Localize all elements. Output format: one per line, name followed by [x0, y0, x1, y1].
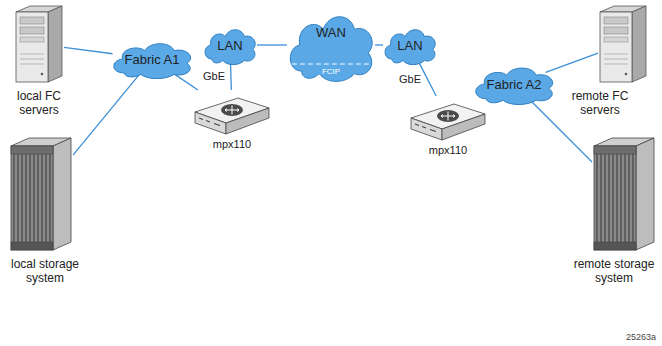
port-line: [206, 121, 210, 123]
network-link: [73, 75, 139, 155]
port-line: [214, 124, 220, 126]
drive-bay: [604, 17, 628, 24]
emblem-arrows: [441, 112, 455, 121]
port-line: [415, 124, 419, 126]
drive-bay: [20, 17, 44, 24]
server-side: [632, 6, 646, 82]
server-side: [48, 6, 62, 82]
network-link: [230, 62, 232, 90]
router-node: mpx110: [192, 88, 272, 156]
network-link: [64, 47, 113, 53]
switch-icon: [410, 96, 486, 142]
switch-picture: [410, 96, 486, 142]
rack-base: [11, 242, 53, 250]
device-label: remote storage system: [572, 258, 656, 286]
vent-line: [20, 54, 44, 55]
network-link: [375, 44, 383, 45]
network-link: [546, 53, 598, 72]
network-link: [174, 74, 198, 90]
power-led: [41, 73, 44, 76]
wan-cloud: WAN FCIP: [282, 6, 380, 84]
fabric-cloud: Fabric A2: [468, 62, 560, 106]
vent-line: [20, 59, 44, 60]
storage-picture: [592, 136, 656, 252]
device-label: local storage system: [3, 258, 87, 286]
cloud-label: Fabric A1: [106, 53, 198, 68]
cloud-label: WAN: [282, 26, 380, 41]
device-label: mpx110: [408, 144, 488, 157]
server-front: [600, 12, 632, 82]
link-label: GbE: [398, 73, 422, 85]
storage-icon: [592, 136, 656, 252]
drive-bay: [20, 37, 44, 42]
server-node: local FC servers: [4, 2, 74, 124]
drive-bay: [20, 27, 44, 34]
cloud-label: Fabric A2: [468, 78, 560, 93]
figure-number: 25263a: [626, 332, 656, 342]
storage-node: remote storage system: [570, 136, 658, 304]
cloud-label: FCIP: [282, 67, 380, 76]
rack-front: [11, 146, 53, 250]
network-link: [257, 44, 287, 45]
rack-panel: [11, 146, 53, 154]
vent-line: [604, 59, 628, 60]
rack-panel: [594, 146, 636, 154]
server-icon: [14, 4, 64, 84]
port-line: [422, 127, 426, 129]
server-front: [16, 12, 48, 82]
rack-front: [594, 146, 636, 250]
switch-front: [411, 118, 442, 140]
router-emblem: [437, 110, 459, 122]
vent-line: [20, 64, 44, 65]
device-label: local FC servers: [4, 90, 74, 118]
drive-bay: [604, 37, 628, 42]
storage-icon: [9, 136, 73, 252]
server-picture: [14, 4, 64, 84]
port-line: [430, 130, 436, 132]
server-icon: [598, 4, 648, 84]
device-label: remote FC servers: [562, 90, 638, 118]
rack-base: [594, 242, 636, 250]
lan-cloud: LAN: [200, 24, 260, 66]
router-emblem: [221, 104, 243, 116]
rack-side: [53, 138, 71, 250]
switch-icon: [194, 90, 270, 136]
power-led: [625, 73, 628, 76]
lan-cloud: LAN: [380, 24, 440, 66]
fcip-dashed-line: [292, 63, 370, 64]
rack-side: [636, 138, 654, 250]
router-node: mpx110: [408, 94, 488, 162]
vent-line: [604, 64, 628, 65]
cloud-label: LAN: [380, 39, 440, 54]
port-line: [199, 118, 203, 120]
vent-line: [604, 54, 628, 55]
link-label: GbE: [202, 70, 226, 82]
cloud-label: LAN: [200, 39, 260, 54]
fabric-cloud: Fabric A1: [106, 38, 198, 80]
device-label: mpx110: [192, 138, 272, 151]
server-node: remote FC servers: [562, 2, 656, 124]
switch-picture: [194, 90, 270, 136]
storage-node: local storage system: [3, 136, 91, 304]
switch-front: [195, 112, 226, 134]
emblem-arrows: [225, 106, 239, 115]
server-picture: [598, 4, 648, 84]
drive-bay: [604, 27, 628, 34]
storage-picture: [9, 136, 73, 252]
